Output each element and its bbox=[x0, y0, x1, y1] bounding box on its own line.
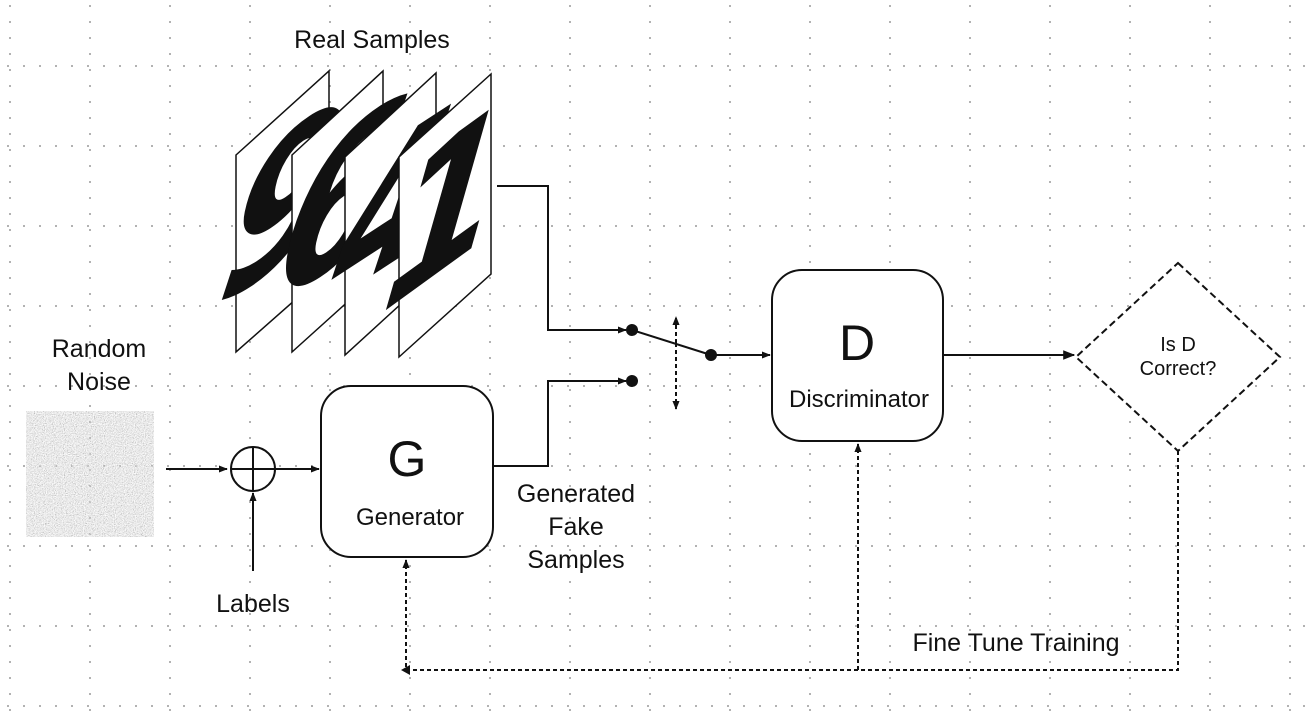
generator-letter: G bbox=[388, 431, 427, 487]
switch-icon bbox=[626, 316, 717, 410]
labels-label: Labels bbox=[216, 590, 290, 618]
decision-label-line1: Is D bbox=[1160, 334, 1196, 356]
generated-label-line2: Fake bbox=[548, 513, 604, 541]
fine-tune-label: Fine Tune Training bbox=[912, 629, 1119, 657]
circled-plus-icon bbox=[230, 446, 276, 492]
real-samples-stack: 9 6 4 1 bbox=[205, 46, 523, 362]
generated-label-line1: Generated bbox=[517, 480, 635, 508]
decision-label-line2: Correct? bbox=[1140, 358, 1217, 380]
random-noise-label-line2: Noise bbox=[67, 368, 131, 396]
random-noise-label-line1: Random bbox=[52, 335, 147, 363]
discriminator-name: Discriminator bbox=[789, 386, 929, 413]
feedback-to-generator-arrow bbox=[402, 451, 1179, 671]
generator-name: Generator bbox=[356, 504, 464, 531]
real-samples-to-switch-arrow bbox=[497, 185, 627, 334]
noise-image bbox=[26, 411, 154, 537]
discriminator-letter: D bbox=[839, 315, 875, 371]
generated-label-line3: Samples bbox=[527, 546, 624, 574]
generator-to-switch-arrow bbox=[493, 377, 627, 467]
feedback-left-arrowhead bbox=[401, 665, 410, 675]
real-samples-label: Real Samples bbox=[294, 26, 450, 54]
generator-box bbox=[320, 385, 494, 558]
